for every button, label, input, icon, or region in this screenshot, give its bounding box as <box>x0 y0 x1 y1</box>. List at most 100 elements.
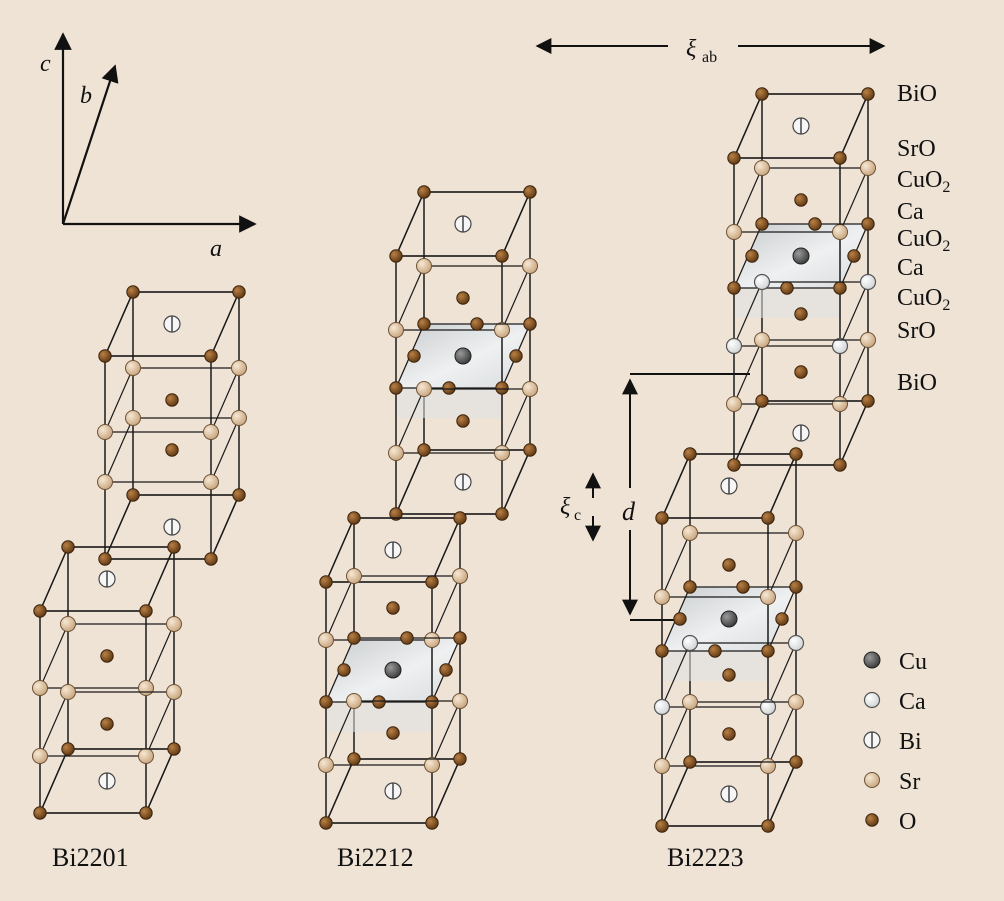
o-atom <box>789 580 803 594</box>
o-atom <box>232 488 246 502</box>
sr-atom <box>864 772 880 788</box>
o-atom <box>386 601 400 615</box>
row-line <box>661 532 691 598</box>
row-line <box>839 339 869 405</box>
o-atom <box>761 644 775 658</box>
o-atom <box>386 726 400 740</box>
o-atom <box>833 458 847 472</box>
xi-c-dimension: ξ c <box>560 472 601 542</box>
o-atom <box>722 668 736 682</box>
row-line <box>767 761 797 827</box>
sr-atom <box>32 748 48 764</box>
sr-atom <box>97 424 113 440</box>
row-line <box>661 701 691 767</box>
b-axis-line <box>61 64 119 225</box>
o-atom <box>417 443 431 457</box>
sr-atom <box>654 589 670 605</box>
o-atom <box>708 644 722 658</box>
o-atom <box>722 558 736 572</box>
row-line <box>104 417 134 483</box>
ca-atom <box>653 698 671 716</box>
o-atom <box>319 816 333 830</box>
o-atom <box>204 552 218 566</box>
unit-cell-bi2223-upper <box>725 87 877 472</box>
sr-atom <box>760 758 776 774</box>
sr-atom <box>318 632 334 648</box>
sr-atom <box>788 525 804 541</box>
legend-label-ca: Ca <box>899 689 926 715</box>
sr-atom <box>138 748 154 764</box>
o-atom <box>745 249 759 263</box>
sr-atom <box>388 322 404 338</box>
structure-names: Bi2201 Bi2212 Bi2223 <box>52 843 744 872</box>
row-line <box>104 367 134 433</box>
layer-labels: BiO SrO CuO2 Ca CuO2 Ca CuO2 SrO BiO <box>897 81 950 396</box>
xi-c-subscript: c <box>574 507 581 524</box>
ca-atom <box>859 273 877 291</box>
d-dimension: d <box>622 373 750 621</box>
o-atom <box>389 249 403 263</box>
o-atom <box>736 580 750 594</box>
o-atom <box>470 317 484 331</box>
o-atom <box>61 742 75 756</box>
row-line <box>325 575 355 641</box>
o-atom <box>761 511 775 525</box>
sr-atom <box>346 568 362 584</box>
sr-atom <box>654 758 670 774</box>
o-atom <box>167 540 181 554</box>
ca-atom <box>753 273 771 291</box>
layer-label-cuo2-2: CuO2 <box>897 226 950 255</box>
ca-atom <box>787 634 805 652</box>
sr-atom <box>860 332 876 348</box>
row-line <box>661 642 691 708</box>
sr-atom <box>832 224 848 240</box>
row-line <box>395 388 425 454</box>
sr-atom <box>452 568 468 584</box>
row-line <box>733 281 763 347</box>
structure-name-bi2212: Bi2212 <box>337 843 414 872</box>
unit-cell-bi2201-upper <box>97 285 247 566</box>
sr-atom <box>231 360 247 376</box>
unit-cell-bi2201-lower <box>32 540 182 820</box>
o-atom <box>523 185 537 199</box>
sr-atom <box>346 693 362 709</box>
unit-cell-bi2212-upper <box>388 185 538 521</box>
unit-cell-bi2223-lower <box>653 447 805 833</box>
row-line <box>39 623 69 689</box>
legend-label-bi: Bi <box>899 729 922 755</box>
sr-atom <box>318 757 334 773</box>
structure-name-bi2223: Bi2223 <box>667 843 744 872</box>
o-atom <box>98 552 112 566</box>
o-atom <box>389 381 403 395</box>
o-atom <box>755 87 769 101</box>
row-line <box>210 417 240 483</box>
sr-atom <box>494 445 510 461</box>
layer-label-cuo2-1: CuO2 <box>897 167 950 196</box>
row-line <box>839 167 869 233</box>
legend-label-o: O <box>899 809 916 835</box>
cuo2-plane-edge <box>734 288 840 318</box>
sr-atom <box>522 381 538 397</box>
o-atom <box>165 393 179 407</box>
o-atom <box>833 151 847 165</box>
row-line <box>104 291 134 357</box>
o-atom <box>727 151 741 165</box>
row-line <box>431 517 461 583</box>
o-atom <box>780 281 794 295</box>
o-atom <box>167 742 181 756</box>
axes-triad: c b a <box>40 32 257 262</box>
o-atom <box>655 644 669 658</box>
row-line <box>501 449 531 515</box>
o-atom <box>655 511 669 525</box>
o-atom <box>425 575 439 589</box>
sr-atom <box>388 445 404 461</box>
layer-label-cuo2-3: CuO2 <box>897 285 950 314</box>
sr-atom <box>788 694 804 710</box>
row-line <box>145 623 175 689</box>
row-line <box>767 453 797 519</box>
o-atom <box>761 819 775 833</box>
row-line <box>767 642 797 708</box>
o-atom <box>98 349 112 363</box>
row-line <box>839 281 869 347</box>
